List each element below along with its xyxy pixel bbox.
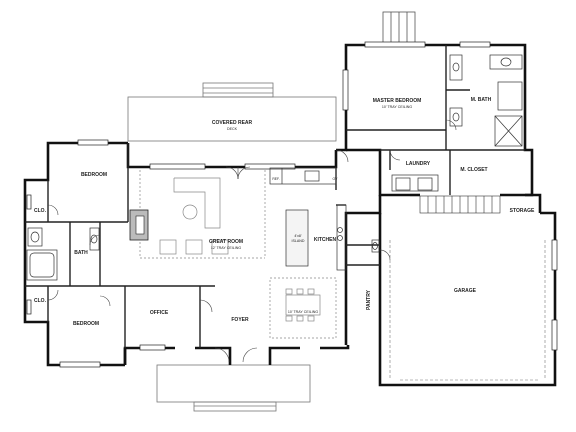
clo-upper-label: CLO. xyxy=(34,208,47,214)
garage-stairs xyxy=(419,195,501,214)
kitchen-cabinetry xyxy=(269,167,347,271)
island-label: 4'x8' xyxy=(294,234,301,238)
pantry-label: PANTRY xyxy=(366,289,372,310)
refrigerator-label: REF. xyxy=(272,177,279,181)
storage-label: STORAGE xyxy=(510,208,535,214)
foyer-label: FOYER xyxy=(231,317,249,323)
dining-ceiling-label: 10' TRAY CEILING xyxy=(288,310,318,314)
clo-lower-label: CLO. xyxy=(34,298,47,304)
kitchen-label: KITCHEN xyxy=(314,237,337,243)
laundry-appliances xyxy=(391,174,439,192)
office-label: OFFICE xyxy=(150,310,169,316)
covered-rear-deck-sub: DECK xyxy=(227,127,238,131)
appliance-labels: REF. OV xyxy=(272,177,338,181)
great-room-label: GREAT ROOM xyxy=(209,239,243,245)
front-porch xyxy=(156,364,311,412)
interior-walls xyxy=(25,45,525,348)
great-room-sub: 12' TRAY CEILING xyxy=(211,246,241,250)
island-sub: ISLAND xyxy=(292,239,305,243)
bath-label: BATH xyxy=(74,250,88,256)
covered-rear-deck-label: COVERED REAR xyxy=(212,120,253,126)
bathroom-fixtures xyxy=(26,54,523,281)
garage-door-tracks xyxy=(389,240,546,381)
great-room-furniture xyxy=(139,170,266,259)
master-rear-steps xyxy=(382,11,416,45)
oven-label: OV xyxy=(333,177,339,181)
covered-rear-deck xyxy=(127,82,337,142)
m-bath-label: M. BATH xyxy=(471,97,492,103)
master-bedroom-sub: 10' TRAY CEILING xyxy=(382,105,412,109)
room-labels: COVERED REAR DECK MASTER BEDROOM 10' TRA… xyxy=(34,97,535,327)
dining-table xyxy=(269,277,337,339)
fireplace xyxy=(129,209,149,241)
m-closet-label: M. CLOSET xyxy=(460,167,487,173)
bedroom-upper-label: BEDROOM xyxy=(81,172,107,178)
laundry-label: LAUNDRY xyxy=(406,161,431,167)
garage-label: GARAGE xyxy=(454,288,477,294)
windows xyxy=(26,41,558,368)
master-bedroom-label: MASTER BEDROOM xyxy=(373,98,422,104)
bedroom-lower-label: BEDROOM xyxy=(73,321,99,327)
doors xyxy=(47,119,457,363)
